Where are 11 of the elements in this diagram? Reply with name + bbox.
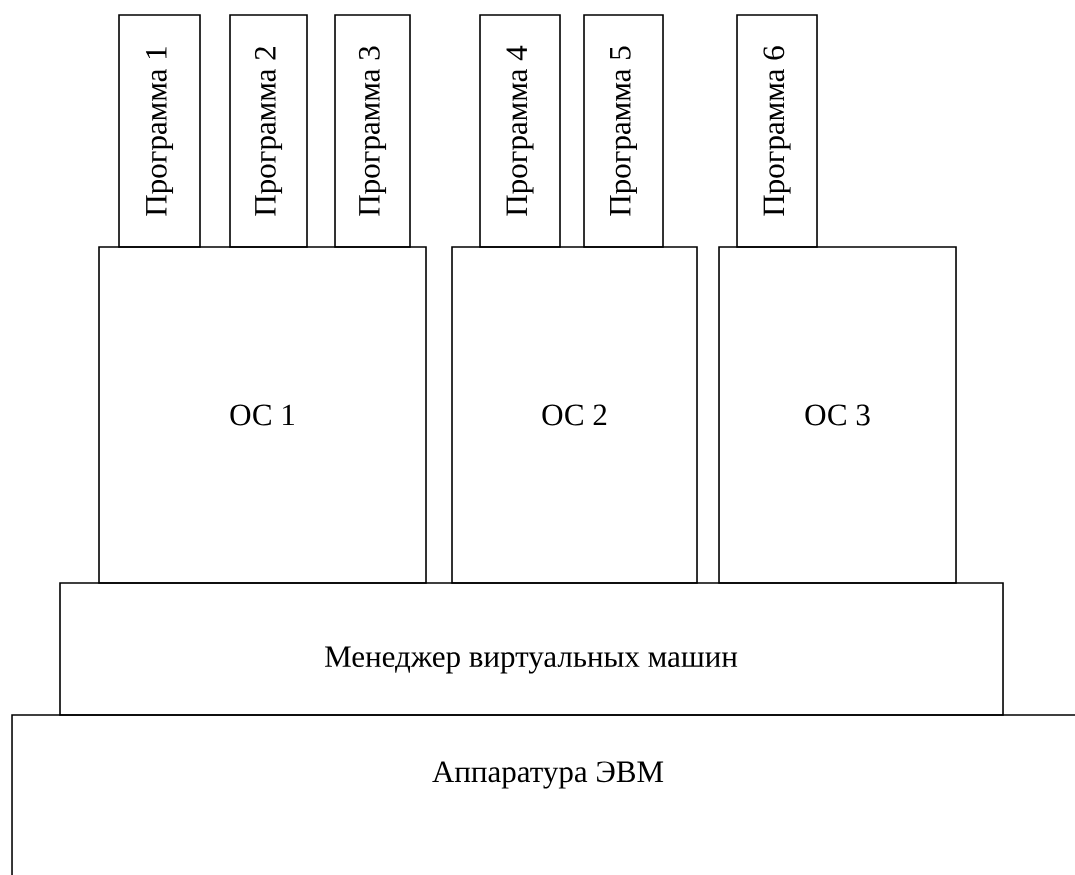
os-box: ОС 3 xyxy=(718,246,957,584)
program-box: Программа 3 xyxy=(334,14,411,248)
manager-box: Менеджер виртуальных машин xyxy=(59,582,1004,716)
os-box: ОС 1 xyxy=(98,246,427,584)
program-box: Программа 2 xyxy=(229,14,308,248)
os-box: ОС 2 xyxy=(451,246,698,584)
program-box: Программа 1 xyxy=(118,14,201,248)
program-box: Программа 5 xyxy=(583,14,664,248)
program-box: Программа 6 xyxy=(736,14,818,248)
hardware-block: Аппаратура ЭВМ xyxy=(11,714,1075,875)
program-box: Программа 4 xyxy=(479,14,561,248)
